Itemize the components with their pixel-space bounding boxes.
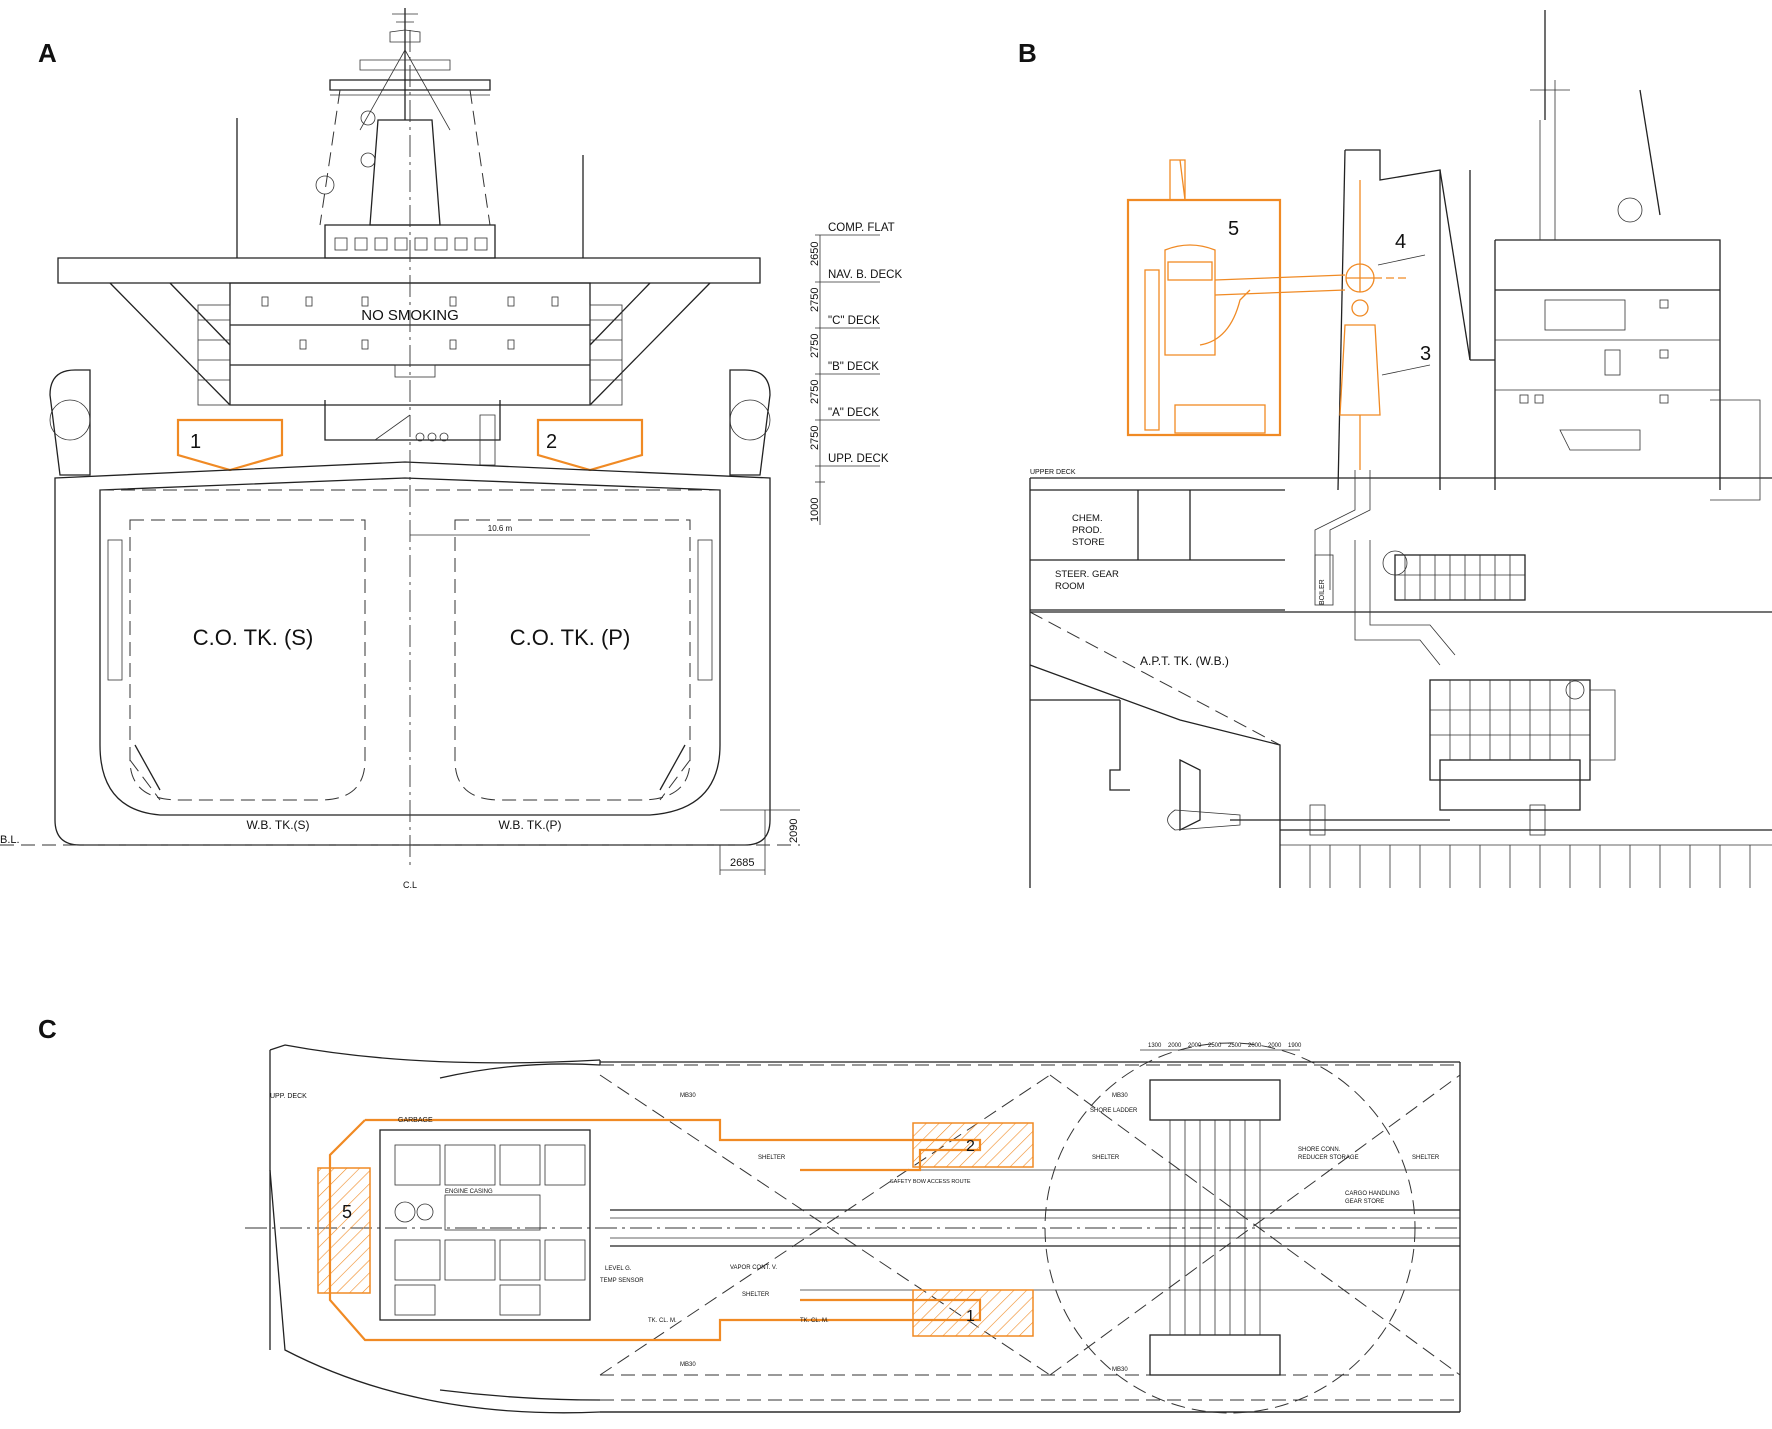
dim-2090: 2090 <box>788 819 800 843</box>
lifeboat-starboard <box>49 369 91 476</box>
steer-room-line1: STEER. GEAR <box>1055 569 1119 580</box>
mb-label-1: MB30 <box>680 1093 696 1099</box>
deck-height-4: 2750 <box>809 426 821 450</box>
manifold-dim-3: 2500 <box>1208 1043 1222 1049</box>
manifold-dim-5: 2000 <box>1248 1043 1262 1049</box>
shelter-label-3: SHELTER <box>1092 1155 1120 1161</box>
marker-2-box <box>536 418 644 472</box>
dim-width-label: 10.6 m <box>488 524 513 533</box>
stern-hull <box>1029 477 1772 888</box>
wb-port-label: W.B. TK.(P) <box>498 818 561 832</box>
marker-3-label: 3 <box>1420 343 1431 365</box>
cargo-handling-label: CARGO HANDLING <box>1345 1191 1400 1197</box>
marker-2-label-plan: 2 <box>966 1138 975 1155</box>
shelter-label-2: SHELTER <box>742 1292 770 1298</box>
egcs-system: 5 4 3 <box>1126 159 1431 470</box>
marker-4-label: 4 <box>1395 231 1406 253</box>
tank-port-label: C.O. TK. (P) <box>510 625 631 650</box>
main-engine <box>1429 679 1616 811</box>
mast <box>236 8 584 258</box>
generator-engine <box>1382 550 1526 601</box>
engine-casing-label: ENGINE CASING <box>445 1189 493 1195</box>
shelter-label-4: SHELTER <box>1412 1155 1440 1161</box>
shore-ladder-label: SHORE LADDER <box>1090 1108 1138 1114</box>
deck-level-b: "B" DECK <box>828 361 879 373</box>
deck-level-c: "C" DECK <box>828 315 880 327</box>
tank-starboard-label: C.O. TK. (S) <box>193 625 314 650</box>
panel-a-letter: A <box>38 38 57 68</box>
deckhouse-plan: 5 GARBAGE ENGINE CASING UPP. DECK <box>270 1093 982 1342</box>
temp-sensor-label: TEMP SENSOR <box>600 1278 644 1284</box>
lifeboat-port <box>729 369 771 476</box>
marker-1-label-plan: 1 <box>966 1308 975 1325</box>
tk-cl-m-label-1: TK. CL. M. <box>648 1318 677 1324</box>
chem-store-line3: STORE <box>1072 537 1105 548</box>
baseline-label: B.L. <box>0 834 20 846</box>
panel-c-letter: C <box>38 1014 57 1044</box>
manifold-dim-1: 2000 <box>1168 1043 1182 1049</box>
vapor-cont-label: VAPOR CONT. V. <box>730 1265 777 1271</box>
steer-room-line2: ROOM <box>1055 581 1085 592</box>
deck-level-a: "A" DECK <box>828 407 879 419</box>
deck-scale: COMP. FLAT NAV. B. DECK "C" DECK "B" DEC… <box>809 222 902 525</box>
marker-2-area <box>912 1122 1034 1168</box>
shore-conn-label: SHORE CONN. <box>1298 1147 1341 1153</box>
mb-label-4: MB30 <box>1112 1367 1128 1373</box>
chem-store-line2: PROD. <box>1072 525 1102 536</box>
upper-deck-label: UPPER DECK <box>1030 469 1076 476</box>
reducer-storage-label: REDUCER STORAGE <box>1298 1155 1359 1161</box>
shelter-label-1: SHELTER <box>758 1155 786 1161</box>
deck-height-3: 2750 <box>809 380 821 404</box>
marker-1-label: 1 <box>190 431 201 453</box>
mb-label-2: MB30 <box>1112 1093 1128 1099</box>
hull-plan <box>245 1042 1461 1414</box>
manifold-dim-7: 1900 <box>1288 1043 1302 1049</box>
upp-deck-plan-label: UPP. DECK <box>270 1093 307 1100</box>
safety-route-label: SAFETY BOW ACCESS ROUTE <box>890 1179 971 1185</box>
deck-level-upp: UPP. DECK <box>828 453 889 465</box>
hull-section <box>0 30 800 870</box>
panel-a: A <box>0 8 902 890</box>
deck-height-1: 2750 <box>809 288 821 312</box>
tk-cl-m-label-2: TK. CL. M. <box>800 1318 829 1324</box>
panel-b-letter: B <box>1018 38 1037 68</box>
panel-c: C <box>38 1014 1461 1414</box>
cargo-manifold: 1300 2000 2000 2500 2500 2000 2000 1900 <box>1140 1043 1302 1376</box>
centerline-label: C.L <box>403 880 417 890</box>
marker-1-area <box>912 1289 1034 1337</box>
marker-1-box <box>176 418 284 472</box>
wb-starboard-label: W.B. TK.(S) <box>246 818 309 832</box>
level-g-label: LEVEL G. <box>605 1266 632 1272</box>
dim-2685: 2685 <box>730 857 754 869</box>
hull-dimensions: 2090 2685 <box>719 809 800 875</box>
marker-5-label-plan: 5 <box>342 1202 352 1222</box>
manifold-dim-4: 2500 <box>1228 1043 1242 1049</box>
deck-height-2: 2750 <box>809 334 821 358</box>
deck-level-nav-b: NAV. B. DECK <box>828 269 902 281</box>
manifold-dim-6: 2000 <box>1268 1043 1282 1049</box>
ladders <box>197 304 623 406</box>
marker-5-label: 5 <box>1228 218 1239 240</box>
aft-rooms: UPPER DECK CHEM. PROD. STORE STEER. GEAR… <box>1030 469 1285 668</box>
marker-2-label: 2 <box>546 431 557 453</box>
manifold-dim-2: 2000 <box>1188 1043 1202 1049</box>
deck-level-comp-flat: COMP. FLAT <box>828 222 895 234</box>
marker-5-area <box>317 1167 371 1294</box>
panel-b: B UPPER DEC <box>1018 10 1772 888</box>
wheelhouse <box>57 224 761 406</box>
apt-tank-label: A.P.T. TK. (W.B.) <box>1140 654 1229 668</box>
chem-store-line1: CHEM. <box>1072 513 1103 524</box>
deck-labels: SHELTER SHELTER SHELTER SHELTER SHORE LA… <box>600 1093 1440 1373</box>
boiler-label: BOILER <box>1319 579 1326 605</box>
deck-height-0: 2650 <box>809 242 821 266</box>
accommodation-tower <box>1470 10 1761 501</box>
garbage-label: GARBAGE <box>398 1117 433 1124</box>
manifold-dim-0: 1300 <box>1148 1043 1162 1049</box>
mb-label-3: MB30 <box>680 1362 696 1368</box>
deck-height-5: 1000 <box>809 498 821 522</box>
exhaust-piping: BOILER <box>1314 470 1456 666</box>
funnel <box>1337 149 1471 491</box>
gear-store-label: GEAR STORE <box>1345 1199 1384 1205</box>
